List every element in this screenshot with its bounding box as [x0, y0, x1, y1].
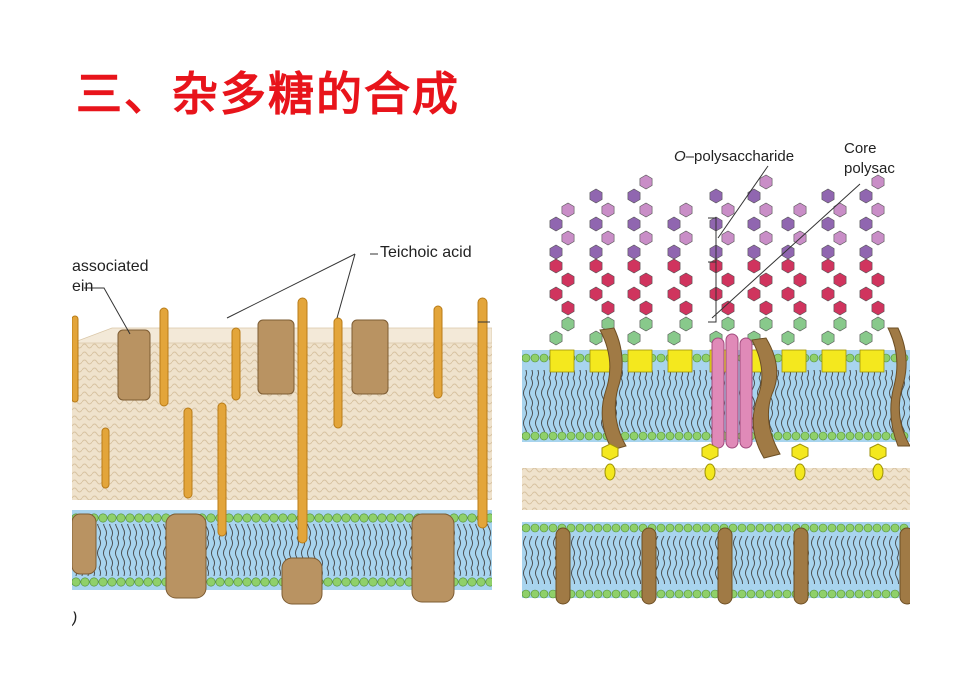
- gram-positive-wall-diagram: associated ein Teichoic acid ): [72, 238, 492, 634]
- lipoproteins: [601, 443, 887, 481]
- gram-positive-wall-illustration: [72, 253, 492, 605]
- o-polysaccharide-label: O–polysaccharide: [674, 148, 794, 165]
- core-polysaccharide-label-line2: polysac: [844, 160, 895, 177]
- peptidoglycan-thin-layer: [522, 468, 910, 510]
- slide-title: 三、杂多糖的合成: [76, 67, 460, 121]
- panel-letter: ): [72, 610, 78, 627]
- associated-protein-label-line2: ein: [72, 278, 94, 295]
- teichoic-acid-rods: [72, 297, 488, 544]
- porin-trimer: [711, 333, 753, 449]
- core-polysaccharide-label-line1: Core: [844, 140, 877, 157]
- gram-negative-envelope-diagram: O–polysaccharide Core polysac: [522, 138, 910, 608]
- inner-membrane-proteins: [555, 527, 910, 605]
- wall-associated-proteins: [72, 319, 455, 605]
- associated-protein-label-line1: associated: [72, 258, 149, 275]
- outer-membrane-proteins: [599, 327, 910, 459]
- teichoic-acid-label: Teichoic acid: [380, 244, 472, 261]
- o-polysaccharide-prefix: O: [674, 148, 686, 165]
- o-polysaccharide-rest: –polysaccharide: [685, 148, 795, 165]
- lps-envelope-illustration: [522, 165, 910, 605]
